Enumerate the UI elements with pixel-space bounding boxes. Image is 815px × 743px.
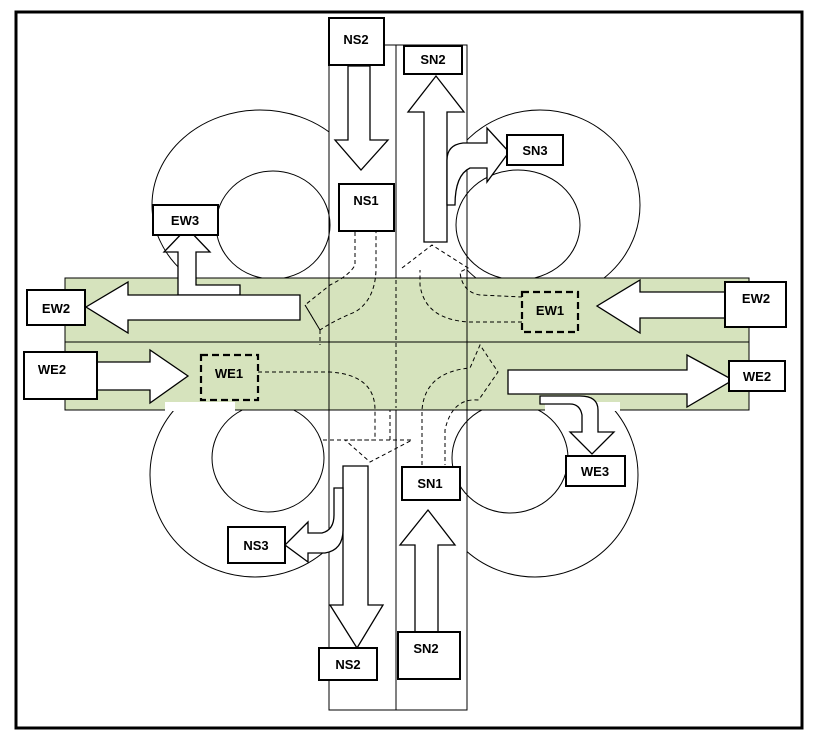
dashed-path-ns1-left: [304, 232, 377, 331]
label-we2-right-text: WE2: [743, 369, 771, 384]
label-ew3-text: EW3: [171, 213, 199, 228]
dashed-path-left-diagonal: [304, 304, 321, 331]
label-ew1-text: EW1: [536, 303, 564, 318]
dashed-path-ew1-turn: [419, 270, 522, 323]
label-ns2-bottom: NS2: [318, 647, 378, 681]
label-ns1: NS1: [338, 183, 395, 232]
label-ns1-text: NS1: [353, 193, 378, 208]
label-sn1-text: SN1: [417, 476, 442, 491]
ring-top-right-inner: [455, 169, 581, 281]
arrow-ns2-down: [333, 65, 390, 171]
label-ns2-top-text: NS2: [343, 32, 368, 47]
arrow-ew2-left: [84, 280, 301, 335]
road-gap-left: [165, 402, 235, 411]
label-sn2-bottom: SN2: [397, 631, 461, 680]
label-ns2-top: NS2: [328, 17, 385, 66]
ring-bottom-right-inner: [451, 402, 569, 514]
label-sn2-top: SN2: [403, 45, 463, 75]
label-ns2-bottom-text: NS2: [335, 657, 360, 672]
label-ns3: NS3: [227, 526, 286, 564]
label-sn1: SN1: [401, 466, 461, 501]
ring-bottom-left-inner: [211, 403, 325, 513]
arrow-sn2-up: [406, 74, 466, 243]
arrow-ns3-left: [284, 487, 344, 564]
label-we2-right: WE2: [728, 360, 786, 392]
label-ew3: EW3: [152, 204, 219, 236]
label-ew2-left: EW2: [26, 289, 86, 326]
label-sn2-bottom-text: SN2: [413, 641, 438, 656]
label-ew2-right-text: EW2: [742, 291, 770, 306]
label-ew2-left-text: EW2: [42, 301, 70, 316]
label-we2-left-text: WE2: [38, 362, 66, 377]
arrow-ew2-right-in: [595, 278, 726, 335]
label-sn2-top-text: SN2: [420, 52, 445, 67]
arrow-we2-right-out: [507, 353, 735, 409]
label-we2-left: WE2: [23, 351, 98, 400]
label-ew2-right: EW2: [724, 281, 787, 328]
label-ew1: EW1: [520, 290, 580, 334]
arrow-we3-down: [539, 395, 616, 455]
label-we3-text: WE3: [581, 464, 609, 479]
label-sn3: SN3: [506, 134, 564, 166]
label-we1: WE1: [199, 353, 260, 402]
arrow-sn2-bottom-up: [398, 508, 457, 633]
dashed-path-sn2-turn: [401, 244, 523, 298]
arrow-we2-right-in: [96, 348, 190, 405]
label-we3: WE3: [565, 455, 626, 487]
label-we1-text: WE1: [215, 366, 243, 381]
ring-top-left-inner: [215, 170, 331, 280]
dashed-path-we-center: [258, 371, 413, 463]
label-ns3-text: NS3: [243, 538, 268, 553]
label-sn3-text: SN3: [522, 143, 547, 158]
